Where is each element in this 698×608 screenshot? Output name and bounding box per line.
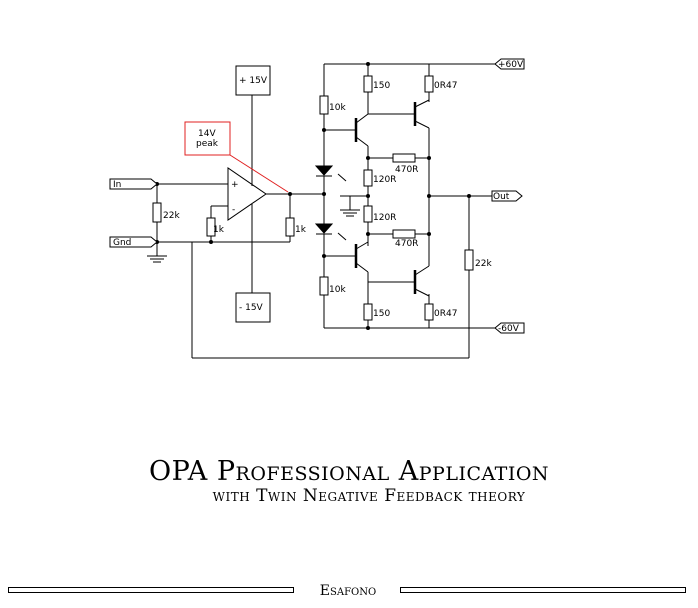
- opamp-minus-sign: -: [232, 205, 235, 215]
- resistor-470r-bottom-label: 470R: [395, 239, 418, 249]
- positive-rail-tag: [494, 58, 525, 70]
- resistor-150-top-label: 150: [373, 81, 390, 91]
- annotation-line2: peak: [196, 139, 219, 149]
- resistor-1k-feedback: [206, 217, 216, 237]
- resistor-150-bottom: [363, 303, 373, 321]
- resistor-0r47-top: [424, 75, 434, 93]
- negative-rail-label: -60V: [498, 324, 520, 334]
- resistor-150-bottom-label: 150: [373, 309, 390, 319]
- resistor-10k-top-label: 10k: [329, 103, 346, 113]
- resistor-0r47-top-label: 0R47: [434, 81, 457, 91]
- footer-brand: Esafono: [319, 583, 377, 599]
- input-port-label: In: [113, 180, 121, 190]
- resistor-10k-top: [319, 95, 329, 115]
- resistor-1k-output-label: 1k: [295, 225, 307, 235]
- negative-supply-label: - 15V: [239, 303, 264, 313]
- input-port-tag: [109, 178, 158, 190]
- output-port-tag: [491, 190, 523, 202]
- negative-supply-box: [235, 292, 271, 323]
- positive-rail-label: +60V: [498, 60, 524, 70]
- ground-port-tag: [109, 236, 158, 248]
- resistor-22k-feedback-label: 22k: [475, 259, 492, 269]
- resistor-10k-bottom-label: 10k: [329, 285, 346, 295]
- output-port-label: Out: [493, 192, 510, 202]
- resistor-120r-bottom-label: 120R: [373, 213, 396, 223]
- resistor-120r-top: [363, 169, 373, 187]
- resistor-470r-top: [392, 153, 416, 163]
- page-subtitle: with Twin Negative Feedback theory: [212, 486, 526, 506]
- resistor-120r-bottom: [363, 205, 373, 223]
- footer: Esafono: [8, 583, 688, 599]
- opamp-plus-sign: +: [231, 180, 239, 190]
- positive-supply-box: [235, 65, 271, 96]
- resistor-22k-feedback: [464, 249, 474, 271]
- resistor-470r-top-label: 470R: [395, 165, 418, 175]
- resistor-150-top: [363, 75, 373, 93]
- resistor-10k-bottom: [319, 276, 329, 296]
- annotation-line1: 14V: [198, 129, 216, 139]
- resistor-470r-bottom: [392, 229, 416, 239]
- positive-supply-label: + 15V: [239, 76, 268, 86]
- resistor-1k-feedback-label: 1k: [213, 225, 225, 235]
- footer-rule-left: [8, 587, 294, 593]
- resistor-0r47-bottom: [424, 303, 434, 321]
- resistor-22k-input-label: 22k: [163, 211, 180, 221]
- page-title: OPA Professional Application: [148, 456, 550, 487]
- negative-rail-tag: [494, 322, 525, 334]
- circuit-diagram: In Gnd +60V -60V Out + 15V - 15V 14V pea…: [109, 58, 525, 359]
- resistor-120r-top-label: 120R: [373, 175, 396, 185]
- footer-rule-right: [400, 587, 686, 593]
- resistor-22k-input: [152, 202, 162, 223]
- peak-annotation-box: [184, 121, 231, 156]
- resistor-0r47-bottom-label: 0R47: [434, 309, 457, 319]
- resistor-1k-output: [285, 217, 295, 237]
- ground-port-label: Gnd: [113, 238, 131, 248]
